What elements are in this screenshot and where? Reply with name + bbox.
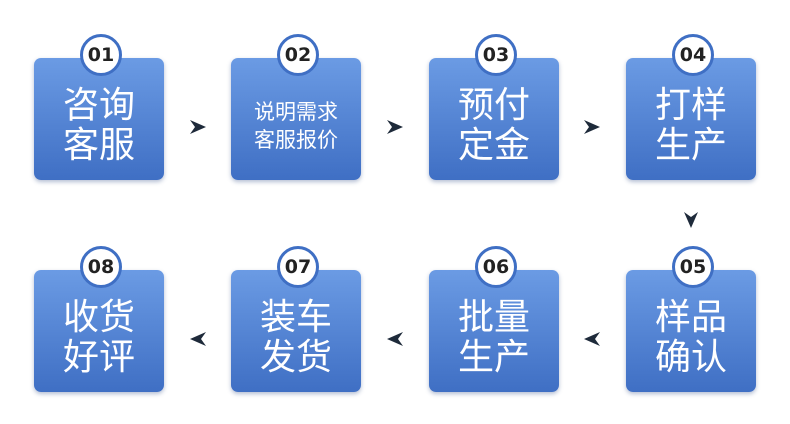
- step-04: 打样生产 04: [626, 34, 756, 180]
- step-label: 预付定金: [457, 85, 530, 166]
- step-number-badge: 04: [672, 34, 714, 76]
- step-07: 装车发货 07: [231, 246, 361, 392]
- step-number-badge: 08: [80, 246, 122, 288]
- step-label: 打样生产: [654, 85, 727, 166]
- step-box: 收货好评: [34, 270, 164, 392]
- step-box: 咨询客服: [34, 58, 164, 180]
- step-box: 批量生产: [429, 270, 559, 392]
- step-number-badge: 05: [672, 246, 714, 288]
- arrow-right-icon: [387, 120, 403, 134]
- step-label: 咨询客服: [62, 85, 135, 166]
- step-box: 装车发货: [231, 270, 361, 392]
- step-01: 咨询客服 01: [34, 34, 164, 180]
- step-number-badge: 02: [277, 34, 319, 76]
- step-number-badge: 01: [80, 34, 122, 76]
- step-label: 样品确认: [654, 297, 727, 378]
- step-label: 批量生产: [457, 297, 530, 378]
- step-03: 预付定金 03: [429, 34, 559, 180]
- step-label: 说明需求客服报价: [254, 100, 338, 152]
- step-08: 收货好评 08: [34, 246, 164, 392]
- step-label: 装车发货: [259, 297, 332, 378]
- step-05: 样品确认 05: [626, 246, 756, 392]
- step-number-badge: 03: [475, 34, 517, 76]
- arrow-right-icon: [190, 120, 206, 134]
- step-box: 预付定金: [429, 58, 559, 180]
- arrow-left-icon: [584, 332, 600, 346]
- step-06: 批量生产 06: [429, 246, 559, 392]
- step-number-badge: 06: [475, 246, 517, 288]
- step-box: 样品确认: [626, 270, 756, 392]
- step-label: 收货好评: [62, 297, 135, 378]
- step-box: 说明需求客服报价: [231, 58, 361, 180]
- arrow-left-icon: [387, 332, 403, 346]
- step-number-badge: 07: [277, 246, 319, 288]
- step-02: 说明需求客服报价 02: [231, 34, 361, 180]
- arrow-down-icon: [684, 212, 698, 228]
- step-box: 打样生产: [626, 58, 756, 180]
- arrow-left-icon: [190, 332, 206, 346]
- arrow-right-icon: [584, 120, 600, 134]
